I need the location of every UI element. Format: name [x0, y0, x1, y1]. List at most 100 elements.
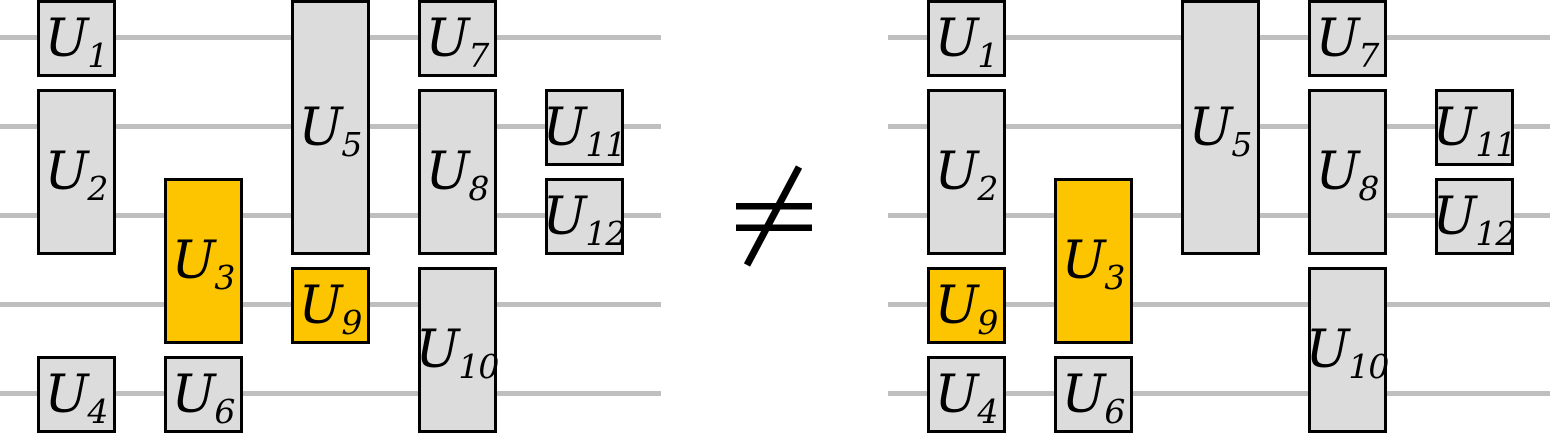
gate-label-base: U: [542, 97, 587, 158]
gate-label-base: U: [1061, 231, 1106, 291]
gate-label-base: U: [1432, 97, 1477, 158]
gate-label-subscript: 2: [977, 169, 998, 208]
gate-label-base: U: [1061, 364, 1106, 425]
gate-label-subscript: 12: [585, 213, 626, 253]
gate-label: U2: [45, 146, 109, 205]
gate-u8: U8: [418, 89, 497, 255]
gate-label-subscript: 8: [1358, 169, 1379, 208]
gate-label-subscript: 10: [458, 347, 499, 386]
gate-label-base: U: [934, 142, 979, 202]
gate-label: U9: [935, 280, 999, 339]
gate-label: U12: [1433, 191, 1517, 250]
gate-label-base: U: [1188, 97, 1233, 158]
gate-u4: U4: [37, 356, 116, 433]
gate-label: U4: [935, 369, 999, 428]
gate-label-base: U: [934, 8, 979, 69]
gate-u7: U7: [1308, 0, 1387, 77]
gate-u6: U6: [1054, 356, 1133, 433]
gate-label-subscript: 9: [977, 302, 998, 342]
gate-label-subscript: 4: [977, 391, 998, 431]
gate-label: U10: [416, 324, 500, 383]
not-equal-symbol: ≠: [735, 165, 813, 267]
gate-label: U8: [1316, 146, 1380, 205]
gate-u11: U11: [543, 89, 627, 166]
gate-u10: U10: [416, 267, 500, 433]
gate-u1: U1: [927, 0, 1006, 77]
gate-label: U9: [299, 280, 363, 339]
gate-label: U5: [1189, 102, 1253, 161]
gate-label-subscript: 9: [341, 302, 362, 342]
gate-u1: U1: [37, 0, 116, 77]
gate-label-subscript: 5: [341, 124, 362, 164]
gate-u11: U11: [1433, 89, 1517, 166]
gate-label: U4: [45, 369, 109, 428]
gate-label-base: U: [298, 97, 343, 158]
gate-u8: U8: [1308, 89, 1387, 255]
gate-u12: U12: [1433, 178, 1517, 255]
gate-u5: U5: [291, 0, 370, 255]
gate-label: U5: [299, 102, 363, 161]
wire-5: [0, 390, 661, 396]
gate-label: U3: [1062, 235, 1126, 294]
gate-u2: U2: [927, 89, 1006, 255]
gate-u7: U7: [418, 0, 497, 77]
gate-label-base: U: [171, 364, 216, 425]
gate-label-subscript: 7: [1358, 35, 1379, 75]
gate-u6: U6: [164, 356, 243, 433]
gate-label-subscript: 11: [585, 124, 626, 164]
gate-label-base: U: [44, 364, 89, 425]
gate-u4: U4: [927, 356, 1006, 433]
gate-label-base: U: [1315, 8, 1360, 69]
gate-label: U6: [1062, 369, 1126, 428]
gate-u3: U3: [164, 178, 243, 344]
gate-label-subscript: 12: [1475, 213, 1516, 253]
gate-label-base: U: [44, 8, 89, 69]
gate-label-base: U: [415, 320, 460, 380]
gate-label: U1: [935, 13, 999, 72]
gate-label-base: U: [1315, 142, 1360, 202]
gate-label: U1: [45, 13, 109, 72]
gate-label-subscript: 8: [468, 169, 489, 208]
gate-label: U6: [172, 369, 236, 428]
gate-u3: U3: [1054, 178, 1133, 344]
gate-label-base: U: [542, 186, 587, 247]
gate-label-subscript: 5: [1231, 124, 1252, 164]
gate-label-subscript: 2: [87, 169, 108, 208]
gate-label-subscript: 6: [214, 391, 235, 431]
gate-label: U7: [426, 13, 490, 72]
gate-u5: U5: [1181, 0, 1260, 255]
gate-label-subscript: 10: [1348, 347, 1389, 386]
gate-label: U12: [543, 191, 627, 250]
gate-label: U11: [1433, 102, 1517, 161]
gate-label: U10: [1306, 324, 1390, 383]
gate-label-subscript: 3: [214, 258, 235, 297]
gate-label-subscript: 6: [1104, 391, 1125, 431]
gate-label-base: U: [934, 275, 979, 336]
not-equal-icon: [736, 165, 812, 267]
gate-label: U8: [426, 146, 490, 205]
gate-label-base: U: [44, 142, 89, 202]
gate-u9: U9: [291, 267, 370, 344]
gate-label: U11: [543, 102, 627, 161]
gate-label-base: U: [171, 231, 216, 291]
wire-4: [888, 301, 1550, 307]
gate-label-subscript: 4: [87, 391, 108, 431]
gate-u10: U10: [1306, 267, 1390, 433]
wire-5: [888, 390, 1550, 396]
gate-label-base: U: [298, 275, 343, 336]
gate-label-base: U: [1305, 320, 1350, 380]
gate-label-base: U: [425, 142, 470, 202]
gate-label-subscript: 3: [1104, 258, 1125, 297]
gate-label: U7: [1316, 13, 1380, 72]
gate-u12: U12: [543, 178, 627, 255]
gate-label-base: U: [1432, 186, 1477, 247]
gate-label: U2: [935, 146, 999, 205]
gate-label-base: U: [934, 364, 979, 425]
gate-label-subscript: 1: [87, 35, 108, 75]
gate-label-subscript: 1: [977, 35, 998, 75]
gate-label-subscript: 11: [1475, 124, 1516, 164]
gate-label-subscript: 7: [468, 35, 489, 75]
